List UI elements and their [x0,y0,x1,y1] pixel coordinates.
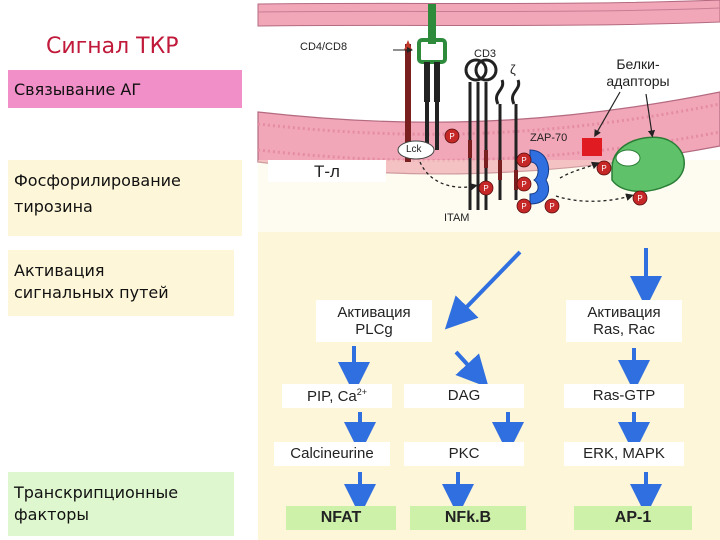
ras-activation-line1: Активация [587,304,661,321]
stage-pathway-activation: Активация сигнальных путей [8,250,234,316]
stage-transcription-factors: Транскрипционные факторы [8,472,234,536]
svg-text:P: P [637,194,642,203]
stage-activation-line1: Активация [14,261,105,280]
cd4-cd8-label: CD4/CD8 [300,41,348,53]
stage-phospho-line1: Фосфорилирование [14,171,181,190]
upper-membrane [257,0,720,27]
plc-activation-box: Активация PLCg [316,300,432,342]
stage-activation-line2: сигнальных путей [14,282,169,302]
tcr-receptor [417,4,447,150]
stage-antigen-binding: Связывание АГ [8,70,242,108]
pip-ca-text: PIP, Ca [306,388,357,405]
lck-label: Lck [406,144,422,155]
calcineurine-box: Calcineurine [274,442,390,466]
nfkb-box: NFk.B [410,506,526,530]
stage-binding-text: Связывание АГ [14,80,142,99]
svg-text:P: P [601,164,606,173]
cd3-label: CD3 [474,48,497,60]
phospho-sites [444,128,648,214]
svg-text:P: P [521,180,526,189]
ras-activation-line2: Ras, Rac [593,321,655,339]
svg-text:P: P [483,184,488,193]
zap70-kinase [529,149,550,205]
nfat-box: NFAT [286,506,396,530]
ras-activation-box: Активация Ras, Rac [566,300,682,342]
stage-transcription-line2: факторы [14,504,90,524]
svg-text:P: P [449,132,454,141]
erk-mapk-box: ERK, MAPK [564,442,684,466]
pip-ca-box: PIP, Ca2+ [282,384,392,408]
adaptors-label-line2: адапторы [606,72,670,89]
pip-ca-superscript: 2+ [356,387,368,397]
plc-activation-line2: PLCg [355,321,393,339]
itam-label: ITAM [444,212,470,224]
pkc-box: PKC [404,442,524,466]
stage-transcription-line1: Транскрипционные [14,483,179,502]
svg-text:P: P [549,202,554,211]
page-title: Сигнал ТКР [46,34,179,59]
adaptors-label-line1: Белки- [616,56,660,72]
ap1-box: AP-1 [574,506,692,530]
zap70-label: ZAP-70 [530,132,568,144]
t-cell-label: Т-л [268,160,386,182]
lck-kinase [397,140,435,160]
stage-tyrosine-phosphorylation: Фосфорилирование тирозина [8,160,242,236]
svg-text:P: P [521,156,526,165]
ras-gtp-box: Ras-GTP [564,384,684,408]
dag-box: DAG [404,384,524,408]
svg-text:P: P [521,202,526,211]
plc-activation-line1: Активация [337,304,411,321]
adaptor-red-square [582,138,602,156]
zeta-label: ζ [510,62,516,77]
stage-phospho-line2: тирозина [14,196,93,216]
adaptors-label: Белки- адапторы [588,56,688,90]
